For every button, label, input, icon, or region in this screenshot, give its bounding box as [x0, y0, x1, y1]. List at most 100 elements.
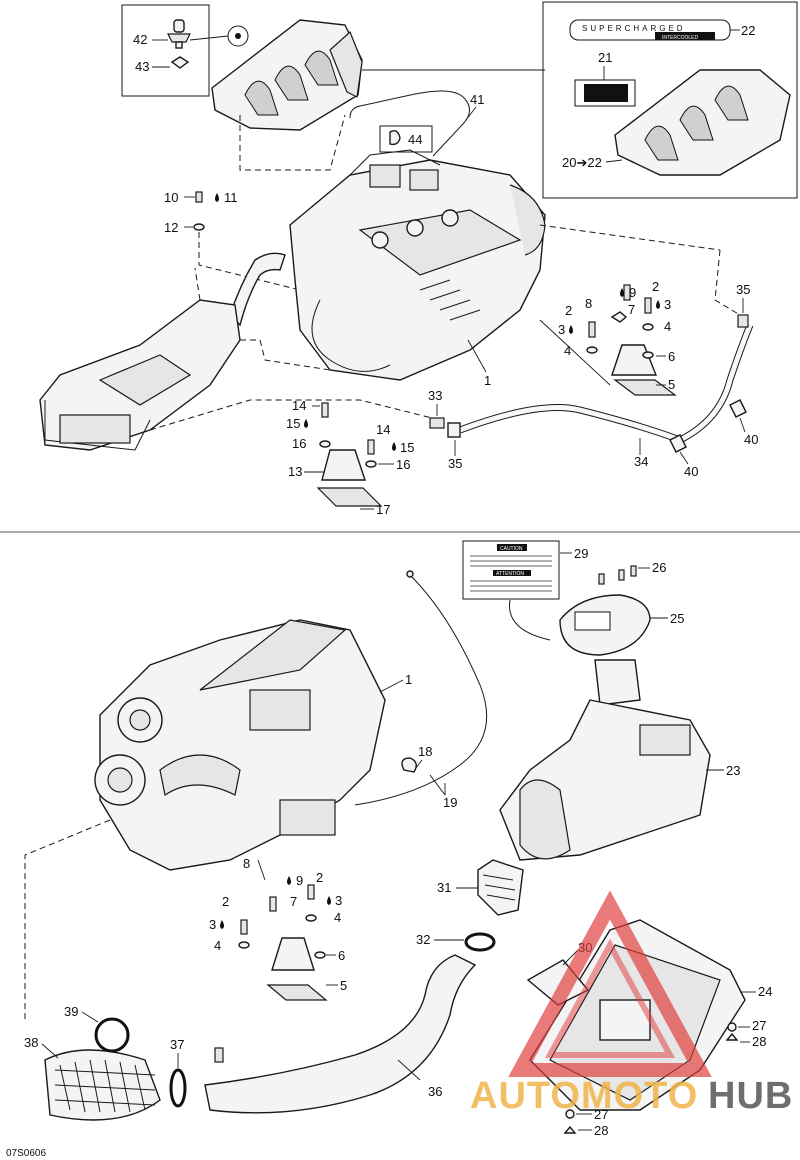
svg-text:SUPERCHARGED: SUPERCHARGED: [582, 24, 686, 33]
bellows-38: [44, 1049, 161, 1121]
engine-assembly-top: [289, 149, 546, 381]
box-44: [379, 125, 433, 153]
label-18: 18: [418, 744, 432, 759]
svg-text:HUB: HUB: [708, 1075, 793, 1117]
label-8a: 8: [585, 296, 592, 311]
label-2d: 2: [222, 894, 229, 909]
cap-40-b: [669, 434, 687, 453]
label-17: 17: [376, 502, 390, 517]
label-27a: 27: [752, 1018, 766, 1033]
label-2b: 2: [565, 303, 572, 318]
sensor-part-43: [170, 56, 190, 69]
label-1: 1: [484, 373, 491, 388]
label-14b: 14: [376, 422, 390, 437]
engine-cover-inset: [614, 69, 791, 176]
label-5a: 5: [668, 377, 675, 392]
o-ring-18: [401, 757, 417, 773]
decal-supercharged: SUPERCHARGED INTERCOOLED: [569, 19, 731, 41]
cap-40-a: [729, 399, 747, 418]
vent-hose-34: [459, 324, 753, 443]
label-12: 12: [164, 220, 178, 235]
label-14a: 14: [292, 398, 306, 413]
label-40b: 40: [684, 464, 698, 479]
ring-37: [169, 1068, 187, 1108]
label-4d: 4: [214, 938, 221, 953]
label-29: 29: [574, 546, 588, 561]
label-16b: 16: [396, 457, 410, 472]
dipstick-41: [349, 90, 470, 157]
caution-decal-29: CAUTION ATTENTION: [462, 540, 560, 600]
label-7b: 7: [290, 894, 297, 909]
label-33: 33: [428, 388, 442, 403]
fitting-33: [429, 417, 445, 429]
label-40a: 40: [744, 432, 758, 447]
nut-27-b: [565, 1109, 575, 1119]
mount-bottom: [238, 884, 328, 1001]
label-37: 37: [170, 1037, 184, 1052]
inset-box-cover: [542, 1, 798, 199]
label-24: 24: [758, 984, 772, 999]
coupling-31: [477, 859, 524, 916]
label-3c: 3: [335, 893, 342, 908]
engine-assembly-bottom: [94, 619, 386, 871]
nut-27-a: [727, 1022, 737, 1032]
bolt-10: [195, 191, 203, 203]
label-28a: 28: [752, 1034, 766, 1049]
label-19: 19: [443, 795, 457, 810]
label-15b: 15: [400, 440, 414, 455]
clamp-35-right: [737, 314, 749, 328]
label-4b: 4: [564, 343, 571, 358]
mount-right-top: [586, 284, 677, 396]
label-5b: 5: [340, 978, 347, 993]
sensor-part-42: [167, 19, 191, 49]
label-2c: 2: [316, 870, 323, 885]
label-16a: 16: [292, 436, 306, 451]
watermark-logo: AUTOMOTO HUB: [470, 890, 793, 1117]
label-43: 43: [135, 59, 149, 74]
intake-manifold-23: [499, 659, 711, 861]
label-9b: 9: [296, 873, 303, 888]
clamp-35: [447, 422, 461, 438]
label-15a: 15: [286, 416, 300, 431]
label-23: 23: [726, 763, 740, 778]
svg-text:INTERCOOLED: INTERCOOLED: [662, 35, 699, 41]
screw-28-b: [563, 1125, 577, 1134]
label-4a: 4: [664, 319, 671, 334]
label-3d: 3: [209, 917, 216, 932]
dipstick-19: [354, 574, 488, 806]
label-28b: 28: [594, 1123, 608, 1138]
air-silencer-top: [39, 299, 241, 451]
label-44: 44: [408, 132, 422, 147]
label-26: 26: [652, 560, 666, 575]
label-25: 25: [670, 611, 684, 626]
label-4c: 4: [334, 910, 341, 925]
label-11: 11: [224, 190, 238, 205]
engine-cover-top: [211, 19, 363, 131]
label-2a: 2: [652, 279, 659, 294]
label-38: 38: [24, 1035, 38, 1050]
label-8b: 8: [243, 856, 250, 871]
svg-text:ATTENTION: ATTENTION: [496, 571, 524, 577]
label-35b: 35: [448, 456, 462, 471]
clamp-32: [464, 932, 496, 952]
label-36: 36: [428, 1084, 442, 1099]
svg-text:CAUTION: CAUTION: [500, 546, 523, 552]
label-10: 10: [164, 190, 178, 205]
label-3b: 3: [558, 322, 565, 337]
intake-cover-25: [559, 565, 651, 656]
label-1b: 1: [405, 672, 412, 687]
inset-box-sensor: [121, 4, 210, 97]
hose-36: [204, 954, 477, 1114]
label-13: 13: [288, 464, 302, 479]
label-34: 34: [634, 454, 648, 469]
label-41: 41: [470, 92, 484, 107]
label-22: 22: [741, 23, 755, 38]
label-9a: 9: [629, 285, 636, 300]
mount-13: [316, 402, 383, 507]
label-20: 20➔22: [562, 155, 602, 170]
label-6a: 6: [668, 349, 675, 364]
svg-text:AUTOMOTO: AUTOMOTO: [470, 1075, 698, 1117]
label-39: 39: [64, 1004, 78, 1019]
label-27b: 27: [594, 1107, 608, 1122]
